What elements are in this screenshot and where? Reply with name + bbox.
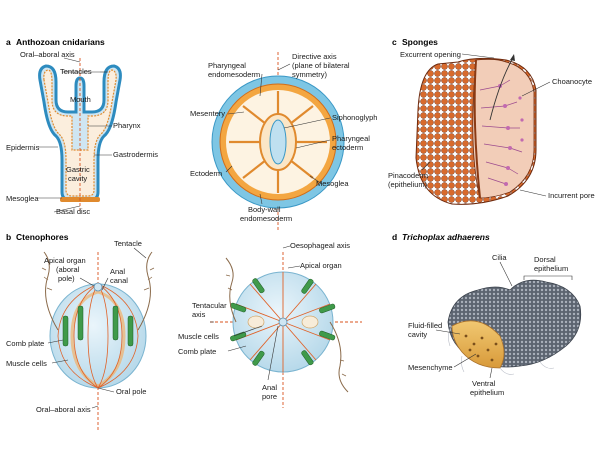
mesoglea-label-a2: Mesoglea <box>316 179 349 188</box>
ventral-epithelium-label-1: Ventral <box>472 379 496 388</box>
trichoplax-illustration: Cilia Dorsal epithelium Fluid-filled cav… <box>408 253 582 397</box>
apical-organ-top-label: Apical organ <box>300 261 342 270</box>
pharynx-label: Pharynx <box>113 121 141 130</box>
mesoglea-label-a: Mesoglea <box>6 194 39 203</box>
gastric-cavity-label-2: cavity <box>68 174 87 183</box>
anthozoan-cross-section: Pharyngeal endomesoderm Directive axis (… <box>190 52 377 232</box>
siphonoglyph-label: Siphonoglyph <box>332 113 377 122</box>
directive-axis-label-1: Directive axis <box>292 52 337 61</box>
body-wall-endomesoderm-label-1: Body-wall <box>248 205 281 214</box>
anal-pore-label-2: pore <box>262 392 277 401</box>
tentacle-label: Tentacle <box>114 239 142 248</box>
pharyngeal-ectoderm-label-2: ectoderm <box>332 143 363 152</box>
oesophageal-axis-label: Oesophageal axis <box>290 241 350 250</box>
ventral-epithelium-label-2: epithelium <box>470 388 504 397</box>
basal-disc-label: Basal disc <box>56 207 90 216</box>
tentacular-axis-label-1: Tentacular <box>192 301 227 310</box>
muscle-cells-label-b1: Muscle cells <box>6 359 47 368</box>
oral-aboral-axis-label-a: Oral–aboral axis <box>20 50 75 59</box>
pharyngeal-endomesoderm-label-1: Pharyngeal <box>208 61 246 70</box>
tentacular-axis-label-2: axis <box>192 310 206 319</box>
panel-d: d Trichoplax adhaerens Cilia Dorsal epit… <box>392 232 582 397</box>
muscle-cells-label-b2: Muscle cells <box>178 332 219 341</box>
anthozoan-polyp: Oral–aboral axis Tentacles Mouth Pharynx… <box>6 50 158 216</box>
dorsal-epithelium-label-1: Dorsal <box>534 255 556 264</box>
panel-a-letter: a <box>6 37 11 47</box>
apical-organ-label-2: (aboral <box>56 265 80 274</box>
panel-d-letter: d <box>392 232 397 242</box>
panel-b-title: Ctenophores <box>16 232 69 242</box>
incurrent-pore-label: Incurrent pore <box>548 191 595 200</box>
anal-pore-label-1: Anal <box>262 383 277 392</box>
panel-b-letter: b <box>6 232 11 242</box>
gastrodermis-label: Gastrodermis <box>113 150 158 159</box>
excurrent-opening-label: Excurrent opening <box>400 50 461 59</box>
comb-plate-label-b1: Comb plate <box>6 339 44 348</box>
directive-axis-label-3: symmetry) <box>292 70 327 79</box>
mesenchyme-label: Mesenchyme <box>408 363 453 372</box>
oral-aboral-axis-label-b: Oral–aboral axis <box>36 405 91 414</box>
fluid-filled-cavity-label-1: Fluid-filled <box>408 321 442 330</box>
pharyngeal-endomesoderm-label-2: endomesoderm <box>208 70 260 79</box>
fluid-filled-cavity-label-2: cavity <box>408 330 427 339</box>
cilia-label: Cilia <box>492 253 507 262</box>
oral-pole-label: Oral pole <box>116 387 146 396</box>
apical-organ-label-3: pole) <box>58 274 75 283</box>
choanocyte-label: Choanocyte <box>552 77 592 86</box>
tentacles-label: Tentacles <box>60 67 92 76</box>
sponge-illustration: Excurrent opening Choanocyte Pinacoderm … <box>388 50 595 205</box>
mesentery-label: Mesentery <box>190 109 225 118</box>
pharyngeal-ectoderm-label-1: Pharyngeal <box>332 134 370 143</box>
panel-d-title: Trichoplax adhaerens <box>402 232 490 242</box>
anal-canal-label-2: canal <box>110 276 128 285</box>
gastric-cavity-label-1: Gastric <box>66 165 90 174</box>
dorsal-epithelium-label-2: epithelium <box>534 264 568 273</box>
directive-axis-label-2: (plane of bilateral <box>292 61 350 70</box>
panel-c: c Sponges Excurrent opening Choanocyte P… <box>388 37 595 205</box>
panel-c-title: Sponges <box>402 37 438 47</box>
panel-b: b Ctenophores <box>6 232 362 432</box>
body-wall-endomesoderm-label-2: endomesoderm <box>240 214 292 223</box>
epidermis-label: Epidermis <box>6 143 40 152</box>
pinacoderm-label-2: (epithelium) <box>388 180 428 189</box>
anal-canal-label-1: Anal <box>110 267 125 276</box>
panel-c-letter: c <box>392 37 397 47</box>
apical-organ-label-1: Apical organ <box>44 256 86 265</box>
mouth-label: Mouth <box>70 95 91 104</box>
ectoderm-label: Ectoderm <box>190 169 222 178</box>
ctenophore-top-view: Oesophageal axis Apical organ Tentacular… <box>178 241 362 408</box>
ctenophore-side-view: Apical organ (aboral pole) Tentacle Anal… <box>6 239 155 432</box>
panel-a: a Anthozoan cnidarians Oral–aboral axis … <box>6 37 377 232</box>
pinacoderm-label-1: Pinacoderm <box>388 171 428 180</box>
panel-a-title: Anthozoan cnidarians <box>16 37 105 47</box>
comb-plate-label-b2: Comb plate <box>178 347 216 356</box>
